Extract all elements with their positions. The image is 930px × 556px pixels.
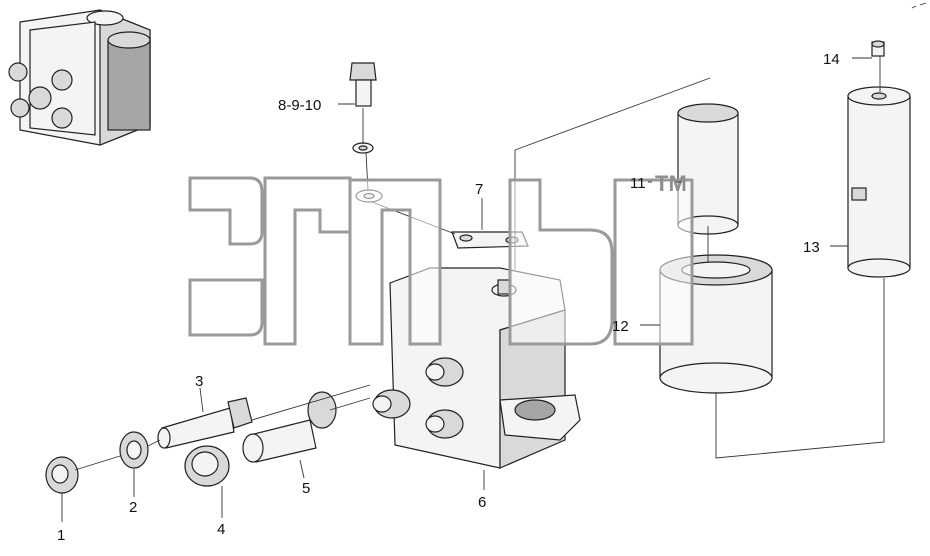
callout-3: 3 — [195, 373, 203, 390]
part-1-nut — [45, 456, 79, 494]
callout-2: 2 — [129, 499, 137, 516]
callout-11: 11 — [630, 175, 646, 192]
callout-5: 5 — [302, 480, 310, 497]
part-4-nut — [184, 445, 230, 487]
callout-12: 12 — [612, 318, 629, 335]
callout-1: 1 — [57, 527, 65, 544]
leader-lines — [61, 57, 872, 522]
callout-13: 13 — [803, 239, 820, 256]
part-3-bolt — [157, 397, 253, 449]
callout-7: 7 — [475, 181, 483, 198]
callout-14: 14 — [823, 51, 840, 68]
callout-6: 6 — [478, 494, 486, 511]
callout-8-9-10: 8-9-10 — [278, 97, 321, 114]
part-14-fitting — [871, 40, 885, 57]
part-13-axle — [847, 86, 911, 278]
watermark-tm: TM — [655, 171, 687, 196]
part-2-washer — [119, 431, 149, 469]
callout-labels: 1 2 3 4 5 6 7 8-9-10 11 12 13 14 — [57, 51, 840, 544]
corner-marks — [911, 2, 927, 9]
callout-4: 4 — [217, 521, 225, 538]
assembly-thumbnail — [8, 9, 151, 146]
part-5-pin — [242, 391, 337, 463]
watermark-logo — [188, 176, 694, 346]
